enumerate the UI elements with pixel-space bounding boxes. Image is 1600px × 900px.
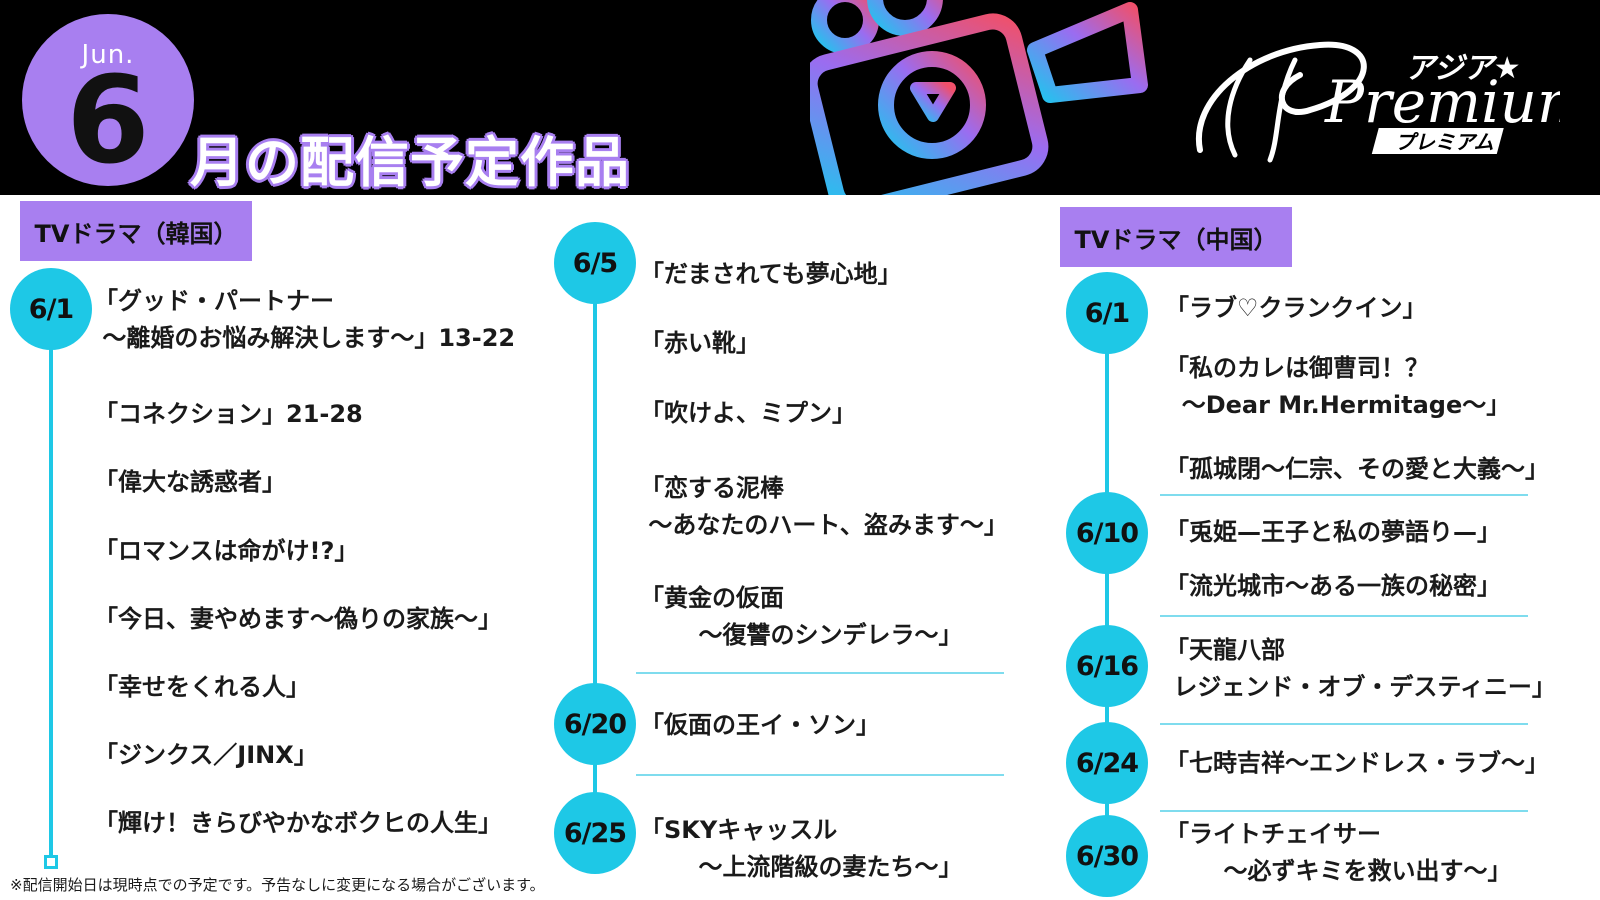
svg-text:Premium: Premium: [1324, 68, 1560, 136]
date-badge-china-6-16: 6/16: [1066, 625, 1148, 707]
drama-title[interactable]: 「コネクション」21-28: [94, 400, 363, 428]
drama-title[interactable]: 「兎姫—王子と私の夢語り—」: [1165, 518, 1501, 546]
drama-title[interactable]: 「七時吉祥〜エンドレス・ラブ〜」: [1165, 749, 1549, 777]
drama-title[interactable]: 「幸せをくれる人」: [94, 673, 310, 701]
date-badge-6-20: 6/20: [554, 683, 636, 765]
drama-title[interactable]: 「赤い靴」: [640, 329, 760, 357]
date-badge-china-6-30: 6/30: [1066, 815, 1148, 897]
header-banner: Jun. 6 月の配信予定作品 アジア★ Premium プレミアム: [0, 0, 1600, 195]
video-camera-icon: [810, 0, 1148, 195]
svg-text:アジア★: アジア★: [1405, 51, 1521, 86]
drama-title[interactable]: 「仮面の王イ・ソン」: [640, 711, 880, 739]
date-badge-korea-6-1: 6/1: [10, 268, 92, 350]
drama-title[interactable]: 「恋する泥棒 〜あなたのハート、盗みます〜」: [640, 474, 1008, 539]
drama-title[interactable]: 「黄金の仮面 〜復讐のシンデレラ〜」: [640, 584, 963, 649]
date-badge-6-5: 6/5: [554, 222, 636, 304]
drama-title[interactable]: 「輝け！きらびやかなボクヒの人生」: [94, 809, 502, 837]
timeline-line-korea: [49, 300, 53, 860]
date-badge-china-6-10: 6/10: [1066, 492, 1148, 574]
drama-title[interactable]: 「私のカレは御曹司！？ 〜Dear Mr.Hermitage〜」: [1165, 354, 1511, 419]
date-badge-china-6-24: 6/24: [1066, 722, 1148, 804]
drama-title[interactable]: 「天龍八部 レジェンド・オブ・デスティニー」: [1165, 636, 1556, 701]
timeline-line-china: [1105, 320, 1109, 860]
section-divider: [1160, 810, 1528, 812]
svg-text:プレミアム: プレミアム: [1395, 130, 1494, 154]
timeline-line-middle: [593, 260, 597, 840]
drama-title[interactable]: 「吹けよ、ミプン」: [640, 399, 856, 427]
asia-premium-logo: アジア★ Premium プレミアム: [1195, 41, 1560, 163]
drama-title[interactable]: 「ジンクス／JINX」: [94, 741, 318, 769]
drama-title[interactable]: 「グッド・パートナー 〜離婚のお悩み解決します〜」13-22: [94, 287, 516, 352]
section-divider: [636, 672, 1004, 674]
drama-title[interactable]: 「ラブ♡クランクイン」: [1165, 294, 1427, 322]
drama-title[interactable]: 「孤城閉〜仁宗、その愛と大義〜」: [1165, 455, 1549, 483]
drama-title[interactable]: 「流光城市〜ある一族の秘密」: [1165, 572, 1501, 600]
section-divider: [1160, 494, 1528, 496]
drama-title[interactable]: 「今日、妻やめます〜偽りの家族〜」: [94, 605, 502, 633]
drama-title[interactable]: 「ロマンスは命がけ!?」: [94, 537, 359, 565]
section-divider: [1160, 723, 1528, 725]
section-divider: [636, 774, 1004, 776]
page-title: 月の配信予定作品: [190, 131, 630, 194]
section-divider: [1160, 615, 1528, 617]
date-badge-china-6-1: 6/1: [1066, 272, 1148, 354]
month-label: Jun.: [81, 40, 135, 70]
date-badge-6-25: 6/25: [554, 792, 636, 874]
drama-title[interactable]: 「偉大な誘惑者」: [94, 468, 286, 496]
section-label-korea: TVドラマ（韓国）: [20, 201, 252, 261]
drama-title[interactable]: 「だまされても夢心地」: [640, 260, 902, 288]
month-badge: Jun. 6: [22, 14, 194, 191]
section-label-china: TVドラマ（中国）: [1060, 207, 1292, 267]
disclaimer-footnote: ※配信開始日は現時点での予定です。予告なしに変更になる場合がございます。: [10, 876, 545, 894]
drama-title[interactable]: 「SKYキャッスル 〜上流階級の妻たち〜」: [640, 816, 963, 881]
month-number: 6: [66, 52, 150, 191]
drama-title[interactable]: 「ライトチェイサー 〜必ずキミを救い出す〜」: [1165, 820, 1512, 885]
timeline-end-marker: [44, 855, 58, 869]
